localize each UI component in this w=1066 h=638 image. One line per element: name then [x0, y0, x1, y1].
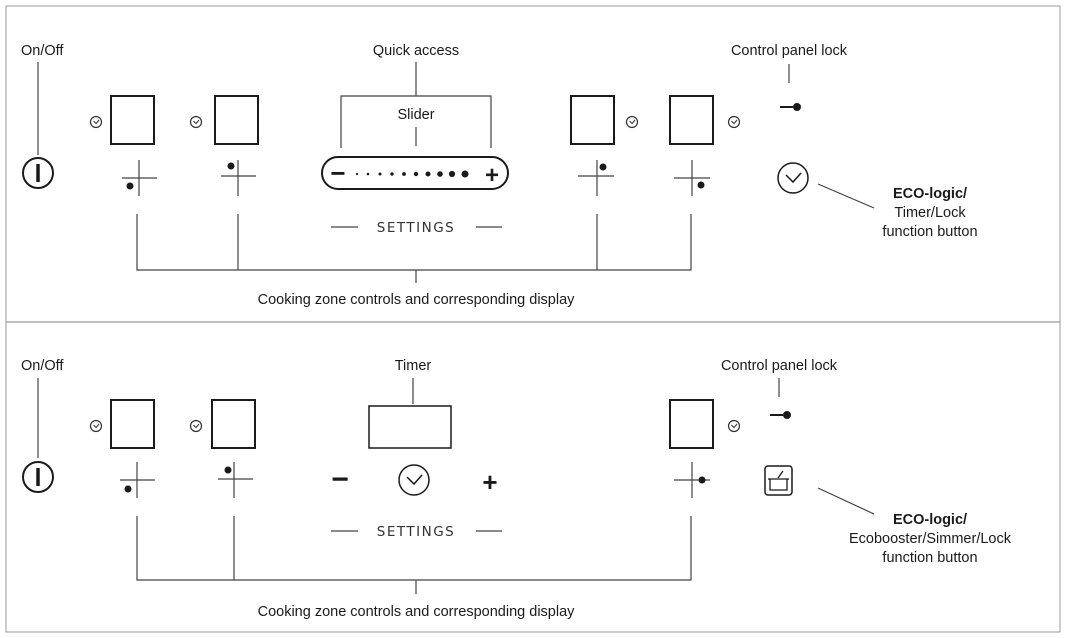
timer-minus-button[interactable]: −	[331, 463, 349, 496]
diagram-frame	[5, 5, 1061, 633]
eco-leader	[817, 183, 875, 209]
zone-3-timer-icon	[625, 115, 639, 129]
zone-1-b-control[interactable]	[120, 462, 155, 498]
zone-2-b-timer-icon	[189, 419, 203, 433]
cooking-zone-3	[570, 95, 639, 196]
zone-2-timer-icon	[189, 115, 203, 129]
eco-logic-line-2: Timer/Lock	[894, 205, 966, 221]
cooking-zone-2	[189, 95, 259, 196]
panel-2: On/Off	[21, 358, 1012, 620]
zone-1-display	[110, 95, 155, 145]
quick-access-bracket	[340, 95, 492, 148]
timer-plus-button[interactable]: +	[482, 467, 497, 497]
slider-dots	[355, 170, 469, 178]
cooking-zone-caption: Cooking zone controls and corresponding …	[258, 292, 576, 308]
eco-logic-line-3: function button	[882, 224, 977, 240]
panel-1: On/Off	[21, 43, 978, 308]
zone-4-display	[669, 95, 714, 145]
zone-2-display	[214, 95, 259, 145]
quick-access-label: Quick access	[373, 43, 459, 59]
cooking-zone-2-b	[189, 399, 256, 498]
eco-logic-line-2b: Ecobooster/Simmer/Lock	[849, 531, 1012, 547]
on-off-button-2[interactable]	[22, 461, 54, 493]
zone-2-b-display	[211, 399, 256, 449]
clock-icon	[777, 162, 809, 194]
zone-3-b-display	[669, 399, 714, 449]
cooking-zone-bracket-2	[136, 516, 692, 581]
zone-2-b-control[interactable]	[218, 462, 253, 498]
eco-leader-2	[817, 487, 875, 515]
eco-logic-title: ECO-logic/	[893, 186, 967, 202]
eco-logic-line-3b: function button	[882, 550, 977, 566]
timer-label: Timer	[395, 358, 432, 374]
zone-1-timer-icon	[89, 115, 103, 129]
cooking-zone-caption-2: Cooking zone controls and corresponding …	[258, 604, 576, 620]
cooking-zone-1-b	[89, 399, 155, 498]
control-panel-lock-label: Control panel lock	[731, 43, 848, 59]
zone-4-timer-icon	[727, 115, 741, 129]
pot-icon	[764, 465, 793, 496]
key-lock-icon-2	[770, 411, 791, 419]
slider-minus-icon[interactable]: −	[330, 158, 345, 188]
cooking-zone-bracket	[136, 214, 692, 271]
zone-1-b-display	[110, 399, 155, 449]
on-off-button[interactable]	[22, 157, 54, 189]
settings-label: SETTINGS	[377, 220, 455, 236]
zone-3-display	[570, 95, 615, 145]
clock-icon-2	[398, 464, 430, 496]
zone-4-control[interactable]	[674, 160, 710, 196]
settings-label-2: SETTINGS	[377, 524, 455, 540]
zone-3-control[interactable]	[578, 160, 614, 196]
eco-logic-timer-lock-button[interactable]	[777, 162, 809, 194]
zone-1-b-timer-icon	[89, 419, 103, 433]
slider-plus-icon[interactable]: +	[485, 162, 499, 189]
zone-3-b-timer-icon	[727, 419, 741, 433]
key-lock-icon	[780, 103, 801, 111]
control-panel-lock-label-2: Control panel lock	[721, 358, 838, 374]
eco-logic-ecobooster-button[interactable]	[764, 465, 793, 496]
slider-control[interactable]: − +	[321, 156, 509, 190]
cooking-zone-1	[89, 95, 157, 196]
eco-logic-title-2: ECO-logic/	[893, 512, 967, 528]
zone-1-control[interactable]	[122, 160, 157, 196]
cooking-zone-4	[669, 95, 741, 196]
timer-display	[368, 405, 452, 449]
on-off-label: On/Off	[21, 43, 64, 59]
zone-3-b-control[interactable]	[674, 462, 710, 498]
on-off-label-2: On/Off	[21, 358, 64, 374]
zone-2-control[interactable]	[221, 160, 256, 196]
slider-label: Slider	[397, 107, 434, 123]
timer-clock-button[interactable]	[398, 464, 430, 496]
cooking-zone-3-b	[669, 399, 741, 498]
